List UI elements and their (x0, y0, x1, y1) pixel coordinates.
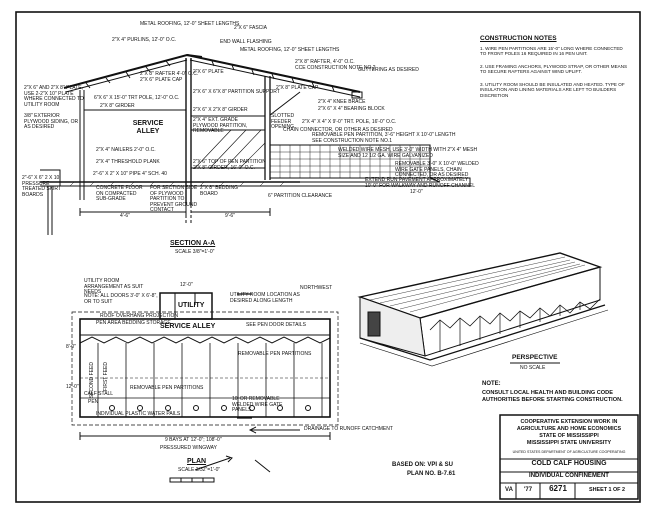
section-label: 2"x 8" RAFTER 4'-0" O.C. (140, 71, 199, 77)
plan-label: PEN (88, 399, 99, 405)
plan-label: NOTE: ALL DOORS 3'-0" X 6'-8", OR TO SUI… (84, 293, 158, 305)
section-label: 2"x 6" x 4" BEARING BLOCK (318, 106, 385, 112)
section-label: METAL ROOFING, 12'-0" SHEET LENGTHS (140, 21, 240, 27)
plan-dimension: 12'-0" (180, 282, 193, 288)
title-block-org-line5: UNITED STATES DEPARTMENT OF AGRICULTURE … (512, 450, 626, 454)
title-block-year: '77 (523, 487, 533, 493)
section-label: 2"x 4" EXT. GRADE PLYWOOD PARTITION, REM… (193, 117, 248, 134)
title-block-plan-number: 6271 (549, 484, 567, 493)
sheet-border (15, 11, 641, 503)
section-label: 2"x 8" GIRDER (100, 103, 135, 109)
title-block: COOPERATIVE EXTENSION WORK IN AGRICULTUR… (500, 415, 638, 499)
title-block-frame (499, 414, 639, 500)
section-label: 6" PARTITION CLEARANCE (268, 193, 333, 199)
based-on-label: BASED ON: VPI & SU (392, 462, 454, 468)
perspective-drawing (357, 252, 609, 367)
section-label: FOR SECTION SIDE OF PLYWOOD PARTITION TO… (150, 185, 198, 213)
plan-label: REMOVABLE PEN PARTITIONS (130, 385, 204, 391)
plan-label: NORTHWEST (300, 285, 333, 291)
plan-label: REMOVABLE PEN PARTITIONS (238, 351, 312, 357)
plan-label: UTILITY ROOM LOCATION AS DESIRED ALONG L… (230, 292, 300, 304)
plan-dimension: 8'-0" (66, 344, 76, 350)
section-dimension: 9'-6" (225, 213, 235, 219)
section-service-alley-label: SERVICE ALLEY (132, 120, 164, 135)
section-a-a-drawing (40, 53, 471, 235)
section-label: CONCRETE FLOOR ON COMPACTED SUB-GRADE (96, 185, 143, 202)
plan-label: 10' OR REMOVABLE WELDED WIRE GATE PANELS (232, 396, 283, 413)
section-label: 2"x 4" THRESHOLD PLANK (96, 159, 160, 165)
section-label: 2"x 4" x 4" x 9'-0" TRT. POLE, 16'-0" O.… (302, 119, 397, 125)
note-body: CONSULT LOCAL HEALTH AND BUILDING CODE A… (482, 390, 623, 403)
section-label: 6"x 6" x 15'-0" TRT POLE, 12'-0" O.C. (94, 95, 180, 101)
section-label: 2"x 6" PLATE CAP (140, 77, 183, 83)
plan-label: CALF STALL (84, 391, 114, 397)
plan-label: PEN AREA BEDDING STORAGE (96, 320, 171, 326)
section-label: 2"-6" X 6" 2 X 10 PRESSURE TREATED SKIRT… (22, 175, 61, 198)
plan-label: DRAINAGE TO RUNOFF CATCHMENT (304, 426, 393, 432)
section-label: CCE CONSTRUCTION NOTE NO.2 (295, 65, 376, 71)
title-block-state: VA (505, 487, 513, 493)
section-label: 2"x 6" AND 2"x 8" PLATE, USE 2-2"x 10" P… (24, 85, 84, 108)
plan-service-alley-label: SERVICE ALLEY (160, 323, 216, 330)
section-label: END WALL FLASHING (220, 39, 272, 45)
title-block-org-line3: STATE OF MISSISSIPPI (539, 433, 599, 439)
section-label: 2"x 8" PLATE CAP (276, 85, 319, 91)
section-label: 2"x 4" KNEE BRACE (318, 99, 366, 105)
plan-utility-label: UTILITY (178, 302, 205, 309)
section-label: 2"x 8" RAFTER, 4'-0" O.C. (295, 59, 355, 65)
plan-dimension: 12'-0" (66, 384, 79, 390)
plan-drawing (71, 292, 339, 483)
plan-label: INDIVIDUAL PLASTIC WATER PAILS (96, 411, 181, 417)
section-label: 2"x 6" TOP OF PEN PARTITION (193, 159, 266, 165)
perspective-title: PERSPECTIVE (512, 354, 558, 361)
perspective-scale: NO SCALE (520, 365, 546, 371)
section-label: 2"x 4" NAILERS 2'-0" O.C. (96, 147, 156, 153)
construction-notes-title: CONSTRUCTION NOTES (480, 35, 557, 42)
plan-label: FIRST FEED (103, 362, 109, 392)
section-label: REMOVABLE PEN PARTITION, 3'-6" HEIGHT X … (312, 132, 456, 144)
plan-label: ROOF OVERHANG PROJECTION (100, 313, 179, 319)
section-dimension: 12'-0" (410, 189, 423, 195)
section-dimension: 4'-6" (120, 213, 130, 219)
title-block-sheet: SHEET 1 OF 2 (589, 487, 625, 493)
title-block-title: COLD CALF HOUSING (531, 460, 607, 467)
section-label: 2"x 6" x 6"x 8" PARTITION SUPPORT (193, 89, 280, 95)
section-label: 2"x 6" x 2"x 8" GIRDER (193, 107, 248, 113)
section-label: 2"x 6" FASCIA (234, 25, 268, 31)
title-block-subtitle: INDIVIDUAL CONFINEMENT (529, 473, 609, 479)
title-block-org-line4: MISSISSIPPI STATE UNIVERSITY (526, 440, 612, 446)
section-scale: SCALE 3/8"=1'-0" (175, 249, 215, 255)
title-block-org-line1: COOPERATIVE EXTENSION WORK IN (520, 419, 618, 425)
section-label: WELDED WIRE MESH, USE 3'-0" WIDTH WITH 2… (338, 147, 478, 159)
note-heading: NOTE: (482, 381, 501, 387)
section-label: 2"x 6" PLATE (193, 69, 224, 75)
plan-title: PLAN (187, 458, 207, 465)
plan-label: UTILITY ROOM ARRANGEMENT AS SUIT NEEDS (84, 278, 144, 295)
section-label: 2"x 8" GIRDER, 16'-0" O.C. (193, 165, 255, 171)
plan-number-ref: PLAN NO. B-7.61 (407, 471, 456, 477)
title-block-org-line2: AGRICULTURE AND HOME ECONOMICS (516, 426, 622, 432)
section-label: 3/8" EXTERIOR PLYWOOD SIDING, OR AS DESI… (24, 113, 79, 130)
plan-dimension: 9 BAYS AT 12'-0"; 108'-0" (165, 437, 222, 443)
plan-label: SEE PEN DOOR DETAILS (246, 322, 306, 328)
section-label: REMOVABLE 3'-0" x 10'-0" WELDED WIRE GAT… (395, 161, 479, 178)
construction-note-2: 2. USE FRAMING ANCHORS, PLYWOOD STRAP, O… (480, 64, 628, 75)
section-label: SLOTTED FEEDER OPENING (271, 113, 295, 130)
plan-scale: SCALE 3/32"=1'-0" (178, 467, 221, 473)
section-label: METAL ROOFING, 12'-0" SHEET LENGTHS (240, 47, 340, 53)
section-label: 2"x 8" BEDDING BOARD (200, 185, 239, 197)
section-label: GUTTERING AS DESIRED (358, 67, 419, 73)
construction-note-1: 1. WIRE PEN PARTITIONS ARE 15'-0" LONG W… (480, 46, 623, 57)
section-label: CHAIN CONNECTOR, OR OTHER AS DESIRED (283, 127, 393, 133)
section-label: EXTEND RUN PAVEMENT APPROXIMATELY 10'-0"… (365, 177, 475, 189)
section-title: SECTION A-A (170, 240, 216, 247)
section-label: 2"x 4" PURLINS, 12'-0" O.C. (112, 37, 177, 43)
construction-note-3: 3. UTILITY ROOM SHOULD BE INSULATED AND … (480, 82, 625, 98)
plan-label: PRESSURED WINGWAY (160, 445, 217, 451)
section-label: 2"-6" x 2" x 10" PIPE 4" SCH. 40 (93, 171, 167, 177)
